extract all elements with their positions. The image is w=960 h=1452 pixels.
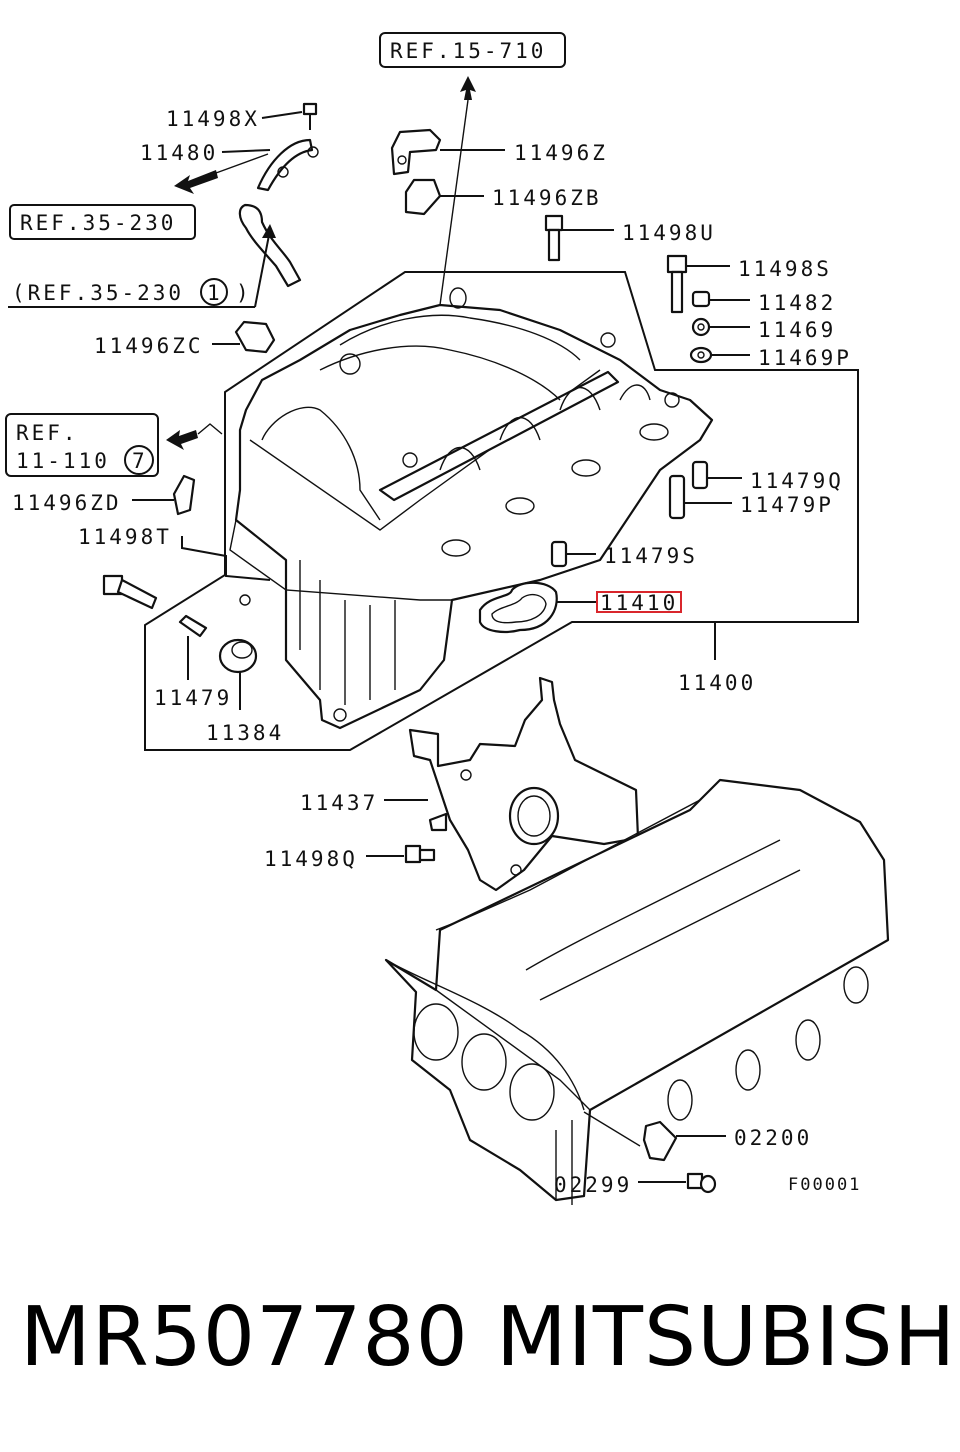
dowel-11479	[178, 614, 208, 638]
dowel-11479S	[550, 540, 568, 568]
label-11479S: 11479S	[604, 544, 698, 568]
left-arrow-icon	[166, 423, 223, 450]
highlight-box	[596, 591, 682, 613]
label-11479Q: 11479Q	[750, 469, 844, 493]
washer-11469	[691, 317, 711, 337]
bolt-11498T	[102, 574, 158, 610]
ref-15-710: REF.15-710	[390, 39, 546, 63]
ref-11-110-line2: 11-110	[16, 449, 110, 473]
caption: MR507780 MITSUBISHI	[0, 1290, 960, 1390]
washer-11469P	[689, 346, 713, 364]
left-arrow-icon	[174, 153, 269, 194]
circle-number-icon	[200, 278, 228, 306]
dowel-11479P	[668, 474, 686, 520]
bracket-11496ZD	[172, 474, 196, 516]
label-11496Z: 11496Z	[514, 141, 608, 165]
ref-35-230-num: 1	[207, 281, 223, 305]
ref-box-35-230	[9, 204, 196, 240]
figure-code: F00001	[788, 1175, 861, 1195]
label-11496ZC: 11496ZC	[94, 334, 204, 358]
nut-11482	[691, 290, 711, 308]
label-11469P: 11469P	[758, 346, 852, 370]
ref-35-230-close: )	[236, 281, 252, 305]
label-11496ZB: 11496ZB	[492, 186, 602, 210]
label-11479: 11479	[154, 686, 232, 710]
label-11384: 11384	[206, 721, 284, 745]
intake-manifold	[229, 287, 714, 730]
bolt-11498U	[544, 214, 564, 262]
dowel-11479Q	[691, 460, 709, 490]
bracket-11496ZB	[404, 178, 442, 216]
bracket-11496ZC	[234, 320, 276, 354]
ref-box-15-710	[379, 32, 566, 68]
label-02200: 02200	[734, 1126, 812, 1150]
label-11437: 11437	[300, 791, 378, 815]
bolt-02299	[686, 1172, 717, 1194]
label-11498U: 11498U	[622, 221, 716, 245]
hose-11480	[238, 138, 319, 288]
label-11498S: 11498S	[738, 257, 832, 281]
cylinder-head	[384, 778, 890, 1205]
ref-box-11-110	[5, 413, 159, 477]
brand-name: MITSUBISHI	[496, 1290, 960, 1385]
grommet-11384	[218, 638, 258, 674]
arrow-up-icon	[262, 224, 276, 238]
stay-11437	[408, 676, 640, 892]
ref-11-110-num: 7	[132, 449, 148, 473]
label-11480: 11480	[140, 141, 218, 165]
ref-35-230-circ: (REF.35-230	[12, 281, 184, 305]
label-11469: 11469	[758, 318, 836, 342]
up-arrow-icon	[439, 76, 476, 306]
ref-35-230: REF.35-230	[20, 211, 176, 235]
label-11400: 11400	[678, 671, 756, 695]
label-11498X: 11498X	[166, 107, 260, 131]
bolt-11498X	[302, 102, 318, 130]
label-11410: 11410	[600, 591, 678, 615]
label-11496ZD: 11496ZD	[12, 491, 122, 515]
bracket-11496Z	[390, 128, 442, 176]
bolt-11498Q	[404, 844, 436, 864]
ref-11-110-line1: REF.	[16, 421, 79, 445]
label-11482: 11482	[758, 291, 836, 315]
gasket-11410	[478, 581, 558, 633]
bracket-02200	[642, 1120, 678, 1162]
label-11498T: 11498T	[78, 525, 172, 549]
circle-number-icon	[124, 445, 154, 475]
label-11498Q: 11498Q	[264, 847, 358, 871]
assembly-outline-11400	[144, 271, 859, 751]
label-02299: 02299	[554, 1173, 632, 1197]
label-11479P: 11479P	[740, 493, 834, 517]
bolt-11498S	[666, 254, 688, 314]
part-number: MR507780	[20, 1290, 469, 1385]
